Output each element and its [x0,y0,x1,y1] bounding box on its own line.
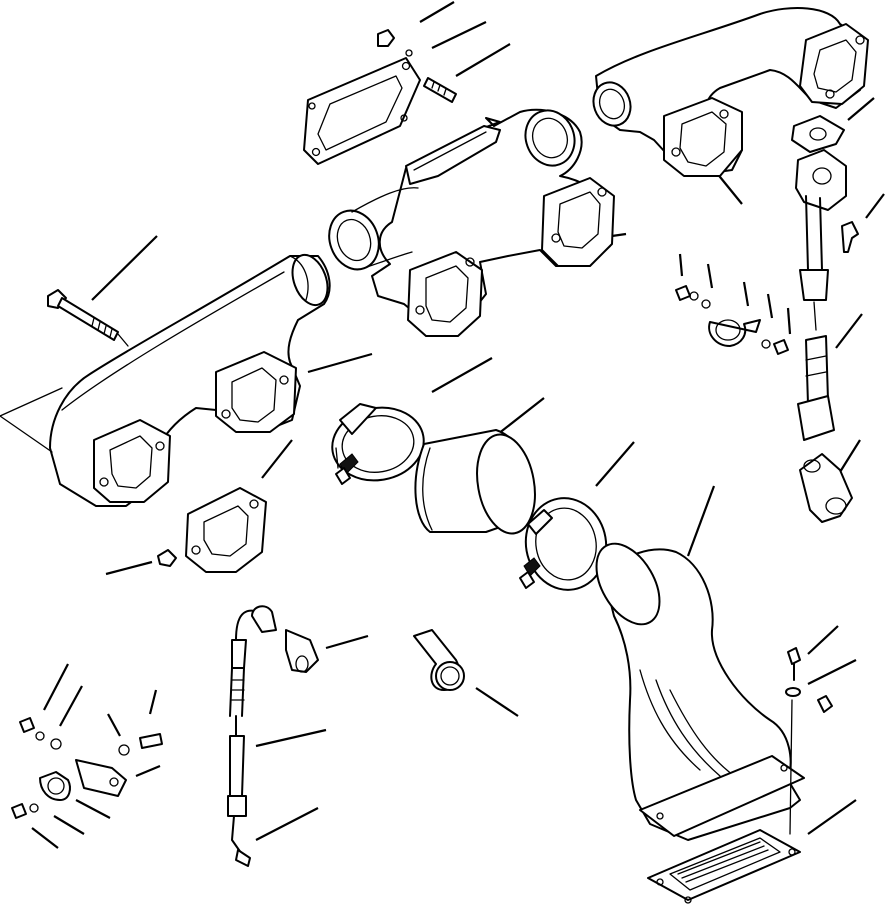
leader-line [686,485,716,557]
leader-line [431,21,487,49]
rear-exhaust-manifold [592,7,869,177]
lower-gasket [157,487,267,573]
leader-line [255,728,327,748]
leader-line [261,439,293,479]
front-exhaust-manifold [0,253,331,507]
leader-line [105,560,153,576]
leader-line [43,663,69,711]
leader-line [307,352,373,374]
leader-line [75,799,111,819]
leader-line [59,685,83,727]
leader-line [107,713,121,737]
long-bolt [47,289,129,347]
leader-line [497,397,545,435]
leader-line [53,815,85,835]
leader-line [595,441,635,487]
clip-hardware [675,285,789,355]
clamp-left [331,403,425,485]
leader-lines [31,1,885,849]
small-clip [413,629,465,691]
leader-line [678,253,684,277]
leader-line [706,263,714,289]
leader-line [431,357,493,393]
leader-line [325,634,369,650]
leader-line [255,807,319,841]
leader-line [807,659,857,685]
leader-line [847,97,875,121]
elbow-bolt [785,647,833,835]
leader-line [742,281,750,307]
leader-line [148,689,158,715]
leader-line [835,313,863,349]
clamp-right [519,497,608,591]
exhaust-elbow [595,542,805,841]
leader-line [839,439,861,473]
leader-line [135,764,161,778]
flexible-hose [227,605,319,867]
top-gasket [303,57,421,165]
leader-line [865,193,885,219]
leader-line [786,307,792,335]
top-stud-nut [377,29,457,103]
bellows-tube [414,429,536,535]
leader-line [31,827,59,849]
leader-line [611,232,627,238]
leader-line [475,687,519,717]
leader-line [91,235,158,301]
leader-line [766,293,774,319]
bracket-hardware [11,717,163,819]
leader-line [807,625,839,655]
leader-line [807,799,857,835]
right-tube-assembly [791,115,859,523]
leader-line [715,171,743,205]
leader-line [455,43,511,77]
bottom-flange-gasket [647,829,801,904]
center-exhaust-manifold [328,108,615,337]
leader-line [419,1,455,23]
